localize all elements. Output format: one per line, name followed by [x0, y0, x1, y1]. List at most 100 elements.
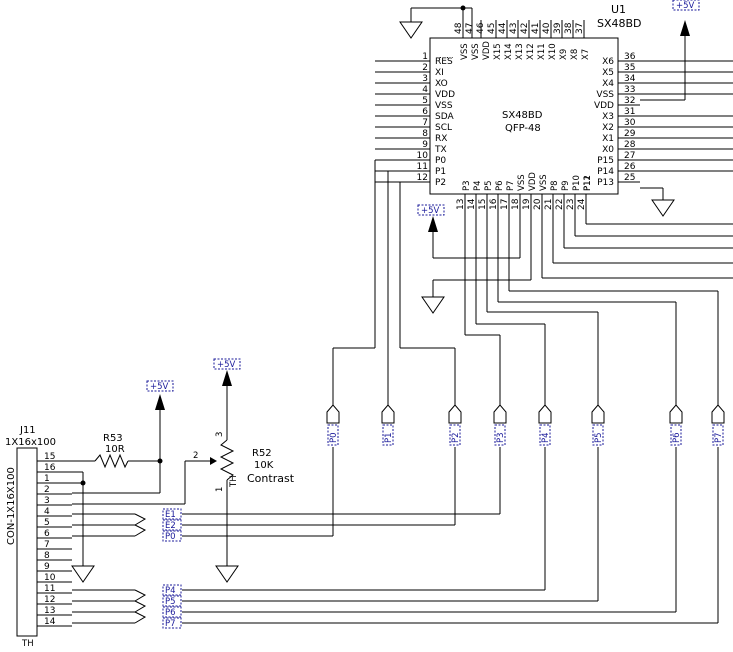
u1-bottom-pin-num: 14 — [467, 198, 477, 210]
u1-right-pin-name: P13 — [597, 178, 614, 188]
u1-left-pin-num: 11 — [417, 162, 428, 172]
net-flag-box — [670, 424, 682, 446]
net-flag-symbol — [669, 404, 683, 424]
u1-top-pin-num: 45 — [487, 23, 497, 34]
u1-left-pin-name: P0 — [435, 156, 446, 166]
u1-right-pin-name: X0 — [602, 145, 614, 155]
u1-p12-name: P12 — [583, 175, 593, 191]
j11-body-label: CON-1X16X100 — [6, 467, 17, 545]
r52-pin-top: 3 — [215, 432, 225, 437]
plus5v-label-r52: +5V — [217, 360, 236, 370]
u1-right-pin-num: 35 — [624, 63, 635, 73]
connector-lower-wiring — [72, 447, 719, 624]
u1-left-pin-name: RX — [435, 134, 447, 144]
u1-left-pin-name: TX — [434, 145, 447, 155]
u1-top-pin-name: X13 — [515, 43, 525, 60]
connector-upper-wiring: +5V — [71, 380, 217, 583]
plus5v-label-u1-right: +5V — [676, 1, 695, 11]
u1-top-pin-num: 42 — [520, 23, 530, 34]
j11-pin-num: 2 — [44, 485, 50, 495]
u1-right-pin-num: 28 — [624, 140, 636, 150]
u1-right-pin-num: 36 — [624, 52, 636, 62]
u1-top-pin-num: 38 — [564, 22, 574, 34]
r52-value: 10K — [254, 460, 274, 471]
net-flag-box — [494, 424, 506, 446]
u1-top-pin-num: 41 — [531, 23, 541, 34]
net-flag-label: P1 — [384, 432, 394, 443]
net-flag-label: P2 — [451, 432, 461, 443]
u1-top-pin-num: 43 — [509, 23, 519, 34]
plus5v-label-r53: +5V — [150, 382, 169, 392]
u1-left-pin-name: SCL — [435, 123, 452, 133]
net-flag-label: P6 — [672, 432, 682, 443]
u1-right-pins: 36X635X534X433VSS32VDD31X330X229X128X027… — [594, 52, 733, 188]
u1-right-pin-num: 27 — [624, 151, 635, 161]
u1-top-pin-name: VSS — [460, 43, 470, 60]
r53-ref: R53 — [103, 433, 123, 444]
net-flag-symbol — [493, 404, 507, 424]
u1-top-pin-num: 48 — [454, 22, 464, 34]
u1-bottom-pin-num: 21 — [544, 199, 554, 210]
u1-left-pin-num: 4 — [422, 85, 428, 95]
net-flag-symbol — [381, 404, 395, 424]
u1-right-pin-num: 34 — [624, 74, 636, 84]
u1-bottom-pin-name: VDD — [528, 172, 538, 191]
u1-right-pin-num: 26 — [624, 162, 636, 172]
u1-bottom-pin-name: P7 — [506, 180, 516, 191]
u1-right-pin-name: VDD — [594, 101, 614, 111]
u1-bottom-pin-num: 20 — [533, 198, 543, 210]
u1-right-pin-name: X4 — [602, 79, 614, 89]
j11-pin-num: 10 — [44, 573, 56, 583]
u1-top-pin-num: 44 — [498, 22, 508, 34]
j11-footprint: TH — [21, 639, 34, 649]
u1-top-pin-name: VSS — [471, 43, 481, 60]
u1-bottom-pin-num: 24 — [577, 198, 587, 210]
net-flag-box — [592, 424, 604, 446]
u1-right-pin-num: 29 — [624, 129, 636, 139]
u1-right-pin-num: 32 — [624, 96, 635, 106]
u1-left-pin-num: 5 — [422, 96, 428, 106]
u1-left-pin-num: 10 — [417, 151, 429, 161]
j11-pin-num: 12 — [44, 595, 55, 605]
connector-net-label-box — [162, 595, 182, 607]
j11-pin-num: 16 — [44, 463, 56, 473]
u1-bottom-pin-name: P4 — [473, 180, 483, 191]
net-flag-box — [539, 424, 551, 446]
r53-value: 10R — [105, 444, 125, 455]
r52-pin-wiper: 2 — [193, 451, 198, 461]
u1-bottom-pin-num: 16 — [489, 198, 499, 210]
u1-left-pin-name: RES — [435, 57, 453, 67]
u1-top-pin-num: 39 — [553, 22, 563, 34]
u1-top-pin-num: 47 — [465, 23, 475, 34]
j11-pin-num: 9 — [44, 562, 50, 572]
r52-footprint: TH — [229, 475, 239, 488]
connector-net-label: E2 — [165, 521, 176, 531]
u1-left-pin-name: XI — [435, 68, 444, 78]
r52-name: Contrast — [247, 472, 295, 485]
u1-bottom-pin-name: P8 — [550, 180, 560, 191]
u1-top-pin-name: X14 — [504, 43, 514, 60]
u1-left-pin-name: SDA — [435, 112, 454, 122]
u1-left-pin-num: 7 — [422, 118, 428, 128]
u1-top-pin-name: VDD — [482, 41, 492, 60]
net-flag-box — [449, 424, 461, 446]
u1-package: QFP-48 — [505, 123, 541, 134]
u1-right-pin-num: 31 — [624, 107, 635, 117]
connector-net-label: P4 — [165, 586, 176, 596]
u1-bottom-pins: 13P314P415P516P617P718VSS19VDD20VSS21P82… — [456, 172, 593, 212]
u1-top-pin-num: 37 — [575, 23, 585, 34]
j11-value: 1X16x100 — [5, 437, 56, 448]
u1-bottom-pin-num: 23 — [566, 199, 576, 210]
u1-top-pins: 48VSS47VSS46VDD45X1544X1443X1342X1241X11… — [454, 20, 591, 60]
j11-pin-num: 8 — [44, 551, 50, 561]
u1-right-pin-name: X1 — [602, 134, 614, 144]
u1-right-pin-name: X6 — [602, 57, 614, 67]
u1-bottom-pin-num: 17 — [500, 199, 510, 210]
connector-net-label-box — [162, 530, 182, 542]
j11-ref: J11 — [19, 425, 36, 436]
u1-left-pin-name: VSS — [435, 101, 453, 111]
